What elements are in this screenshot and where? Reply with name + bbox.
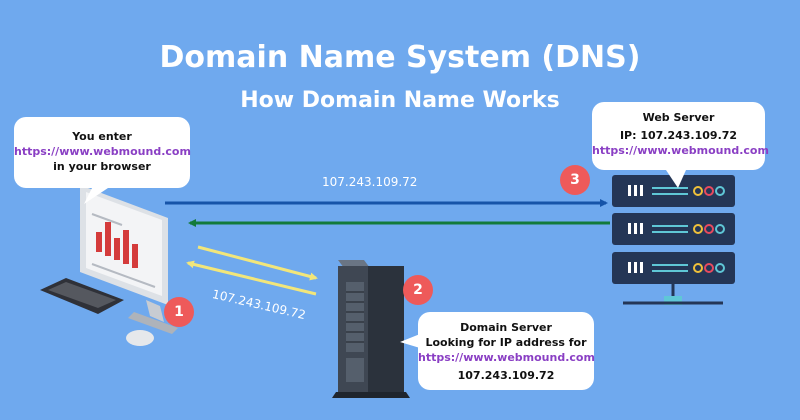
dns-request-arrow (197, 245, 318, 281)
diagram-title: Domain Name System (DNS) (159, 40, 641, 75)
dns-bubble-ip: 107.243.109.72 (457, 369, 555, 382)
dns-bubble-line2: Looking for IP address for (425, 336, 587, 349)
computer-icon (40, 185, 178, 346)
dns-bubble-url: https://www.webmound.com (418, 351, 595, 364)
client-bubble-line3: in your browser (53, 160, 151, 173)
client-bubble: You enter https://www.webmound.com in yo… (14, 117, 191, 188)
diagram-subtitle: How Domain Name Works (240, 88, 560, 113)
client-bubble-line1: You enter (72, 130, 132, 143)
step-badge-1: 1 (164, 297, 194, 327)
web-server-bubble: Web Server IP: 107.243.109.72 https://ww… (592, 102, 769, 170)
step-badge-3: 3 (560, 165, 590, 195)
web-server-bubble-title: Web Server (642, 111, 715, 124)
web-server-bubble-ip: IP: 107.243.109.72 (619, 129, 738, 142)
client-bubble-url: https://www.webmound.com (14, 145, 191, 158)
web-server-icon (612, 175, 735, 305)
step-badge-2: 2 (403, 275, 433, 305)
dns-response-arrow (186, 260, 317, 296)
web-server-bubble-url: https://www.webmound.com (592, 144, 769, 157)
dns-server-bubble: Domain Server Looking for IP address for… (418, 312, 595, 390)
dns-server-icon (332, 260, 410, 398)
dns-bubble-title: Domain Server (460, 321, 552, 334)
ip-label-top: 107.243.109.72 (322, 175, 418, 189)
